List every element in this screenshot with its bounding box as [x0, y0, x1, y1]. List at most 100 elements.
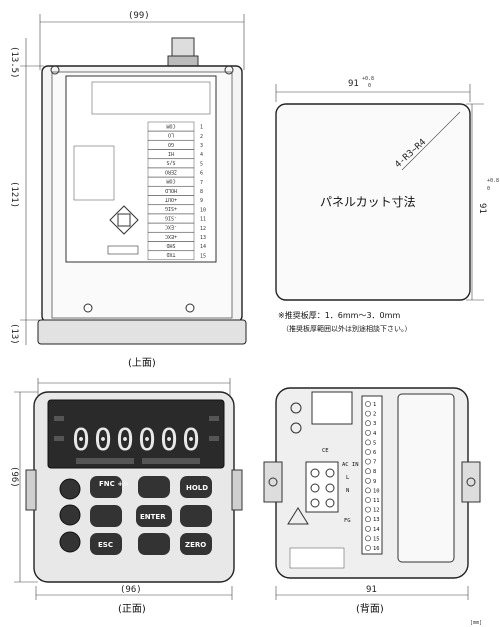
unit-label: [mm] — [470, 620, 482, 626]
dim-panel-width-tol: +0.8 — [362, 76, 374, 82]
display-digit: 0 — [72, 423, 90, 458]
terminal-number: 11 — [373, 498, 380, 504]
power-label-n: N — [346, 488, 349, 494]
warning-icon — [287, 507, 309, 525]
hold-button-label: HOLD — [186, 484, 208, 492]
top-terminal-number: 13 — [200, 235, 206, 241]
screw — [224, 65, 234, 75]
caption-back-view: (背面) — [356, 602, 384, 615]
top-terminal-label: HI — [168, 150, 174, 156]
display-digit: 0 — [182, 423, 200, 458]
panel-cutout — [275, 103, 471, 301]
terminal-number: 8 — [373, 469, 376, 475]
terminal-number: 14 — [373, 527, 380, 533]
round-button[interactable] — [59, 478, 81, 500]
zero-button[interactable] — [180, 533, 212, 555]
top-terminal-label: GO — [168, 141, 174, 147]
terminal-number: 15 — [373, 536, 380, 542]
top-terminal-label: TXD — [166, 251, 175, 257]
top-terminal-label: +EXC — [165, 233, 177, 239]
display-digit: 0 — [160, 423, 178, 458]
dim-back-width: 91 — [366, 585, 377, 595]
terminal-number: 10 — [373, 488, 380, 494]
top-terminal-label: SHD — [166, 242, 175, 248]
dim-top-width: (99) — [128, 11, 150, 21]
dim-panel-width-tol2: 0 — [368, 83, 371, 89]
top-terminal-number: 4 — [200, 152, 203, 158]
terminal-number: 16 — [373, 546, 380, 552]
panel-cut-title: パネルカット寸法 — [320, 195, 416, 209]
zero-button-label: ZERO — [185, 541, 206, 549]
round-button[interactable] — [59, 504, 81, 526]
top-terminal-number: 12 — [200, 226, 206, 232]
fnc-button[interactable] — [90, 476, 122, 498]
right-button[interactable] — [180, 505, 212, 527]
caption-top-view: (上面) — [128, 357, 156, 369]
top-terminal-label: -SIG — [165, 214, 177, 220]
terminal-number: 4 — [373, 431, 377, 437]
terminal-number: 7 — [373, 460, 376, 466]
top-terminal-number: 10 — [200, 207, 206, 213]
display-digit: 0 — [94, 423, 112, 458]
top-terminal-number: 1 — [200, 125, 203, 131]
top-terminal-label: S/S — [166, 159, 175, 165]
terminal-number: 1 — [373, 402, 376, 408]
top-terminal-number: 2 — [200, 134, 203, 140]
enter-button[interactable] — [136, 505, 172, 527]
power-label-l: L — [346, 475, 350, 481]
top-terminal-number: 14 — [200, 244, 206, 250]
esc-button-label: ESC — [98, 541, 113, 549]
hold-button[interactable] — [180, 476, 212, 498]
screw — [50, 65, 60, 75]
top-terminal-label: +OUT — [165, 196, 177, 202]
top-terminal-number: 5 — [200, 161, 203, 167]
power-labels: AC IN L N FG — [342, 462, 359, 524]
terminal-number: 13 — [373, 517, 380, 523]
screw — [83, 303, 93, 313]
fnc-button-label: FNC +/- — [99, 480, 129, 488]
top-terminal-number: 11 — [200, 217, 206, 223]
top-terminal-number: 7 — [200, 180, 203, 186]
up-button[interactable] — [138, 476, 170, 498]
panel-thickness-subnote: （推奨板厚範囲以外は別途相談下さい。） — [282, 324, 412, 333]
caption-front-view: (正面) — [118, 604, 146, 615]
terminal-number: 3 — [373, 421, 376, 427]
back-connector — [311, 391, 353, 425]
left-button[interactable] — [90, 505, 122, 527]
screw — [185, 303, 195, 313]
display-digit: 0 — [138, 423, 156, 458]
top-terminal-label: ZERO — [165, 168, 177, 174]
round-button[interactable] — [59, 531, 81, 553]
top-terminal-label: COM — [166, 178, 175, 184]
top-front-bezel — [37, 319, 247, 345]
display-window — [47, 399, 225, 469]
top-terminal-label: -EXC — [165, 224, 177, 230]
top-terminal-number: 9 — [200, 198, 203, 204]
top-terminal-label: HOLD — [165, 187, 177, 193]
dim-top-body-height: (121) — [9, 181, 19, 208]
display-digit: 0 — [116, 423, 134, 458]
dim-top-front-depth: (13) — [9, 323, 19, 345]
dim-front-width: (96) — [120, 585, 142, 595]
power-label-fg: FG — [344, 518, 351, 524]
terminal-number: 9 — [373, 479, 376, 485]
down-button[interactable] — [138, 533, 170, 555]
top-terminal-number: 15 — [200, 253, 206, 259]
esc-button[interactable] — [90, 533, 122, 555]
dim-top-cable-height: (13.5) — [9, 46, 19, 79]
top-terminal-label: COM — [166, 122, 175, 128]
dim-panel-height: 91 — [477, 203, 487, 214]
dim-panel-width: 91 — [348, 79, 359, 89]
dim-panel-height-tol: +0.8 — [487, 178, 499, 184]
panel-cut-view: 91 +0.8 0 91 +0.8 0 4-R3~R4 パネルカット寸法 ※推奨… — [275, 76, 499, 333]
terminal-number: 5 — [373, 440, 376, 446]
terminal-number: 6 — [373, 450, 376, 456]
terminal-number: 12 — [373, 508, 380, 514]
panel-thickness-note: ※推奨板厚：1．6mm～3．0mm — [278, 310, 400, 320]
power-label-acin: AC IN — [342, 462, 359, 468]
top-terminal-number: 3 — [200, 143, 203, 149]
dim-panel-height-tol2: 0 — [487, 186, 490, 192]
